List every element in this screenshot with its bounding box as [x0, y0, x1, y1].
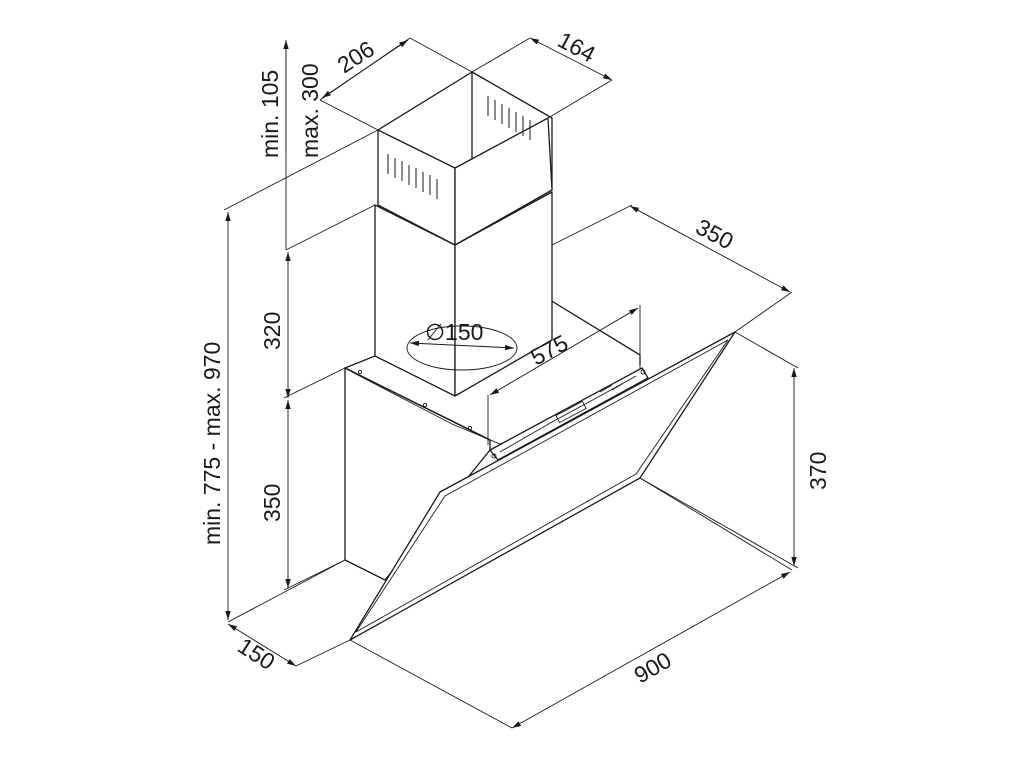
chimney-min-label: min. 105 [257, 70, 283, 158]
vent-slots-back [487, 96, 531, 140]
chimney-depth-label: 206 [333, 35, 379, 78]
hood-body [344, 299, 736, 641]
upper-chimney-height-dimension: 320 [259, 252, 346, 399]
body-top-edge [344, 367, 491, 441]
lower-body-height-dimension: 350 [259, 400, 346, 591]
chimney-width-label: 164 [554, 26, 600, 67]
outlet-diameter-label: ∅150 [425, 319, 483, 345]
hood-width-label: 900 [630, 647, 676, 689]
base-depth-label: 150 [233, 632, 279, 675]
upper-chimney-height-label: 320 [259, 312, 285, 350]
upper-chimney [377, 71, 553, 246]
hood-depth-dimension: 350 [551, 204, 793, 333]
upper-chimney-side [454, 117, 553, 246]
base-depth-dimension: 150 [227, 559, 351, 675]
glass-height-dimension: 370 [639, 331, 831, 569]
chimney-depth-dimension: 206 [319, 35, 473, 131]
hood-depth-label: 350 [692, 213, 738, 254]
glass-height-label: 370 [805, 452, 831, 490]
chimney-adjust-dimension: min. 105 max. 300 [257, 40, 376, 251]
total-height-dimension: min. 775 - max. 970 [199, 129, 379, 620]
vent-slots-front [387, 154, 438, 199]
total-height-label: min. 775 - max. 970 [199, 342, 225, 545]
lower-body-height-label: 350 [259, 484, 285, 522]
chimney-max-label: max. 300 [297, 63, 323, 158]
